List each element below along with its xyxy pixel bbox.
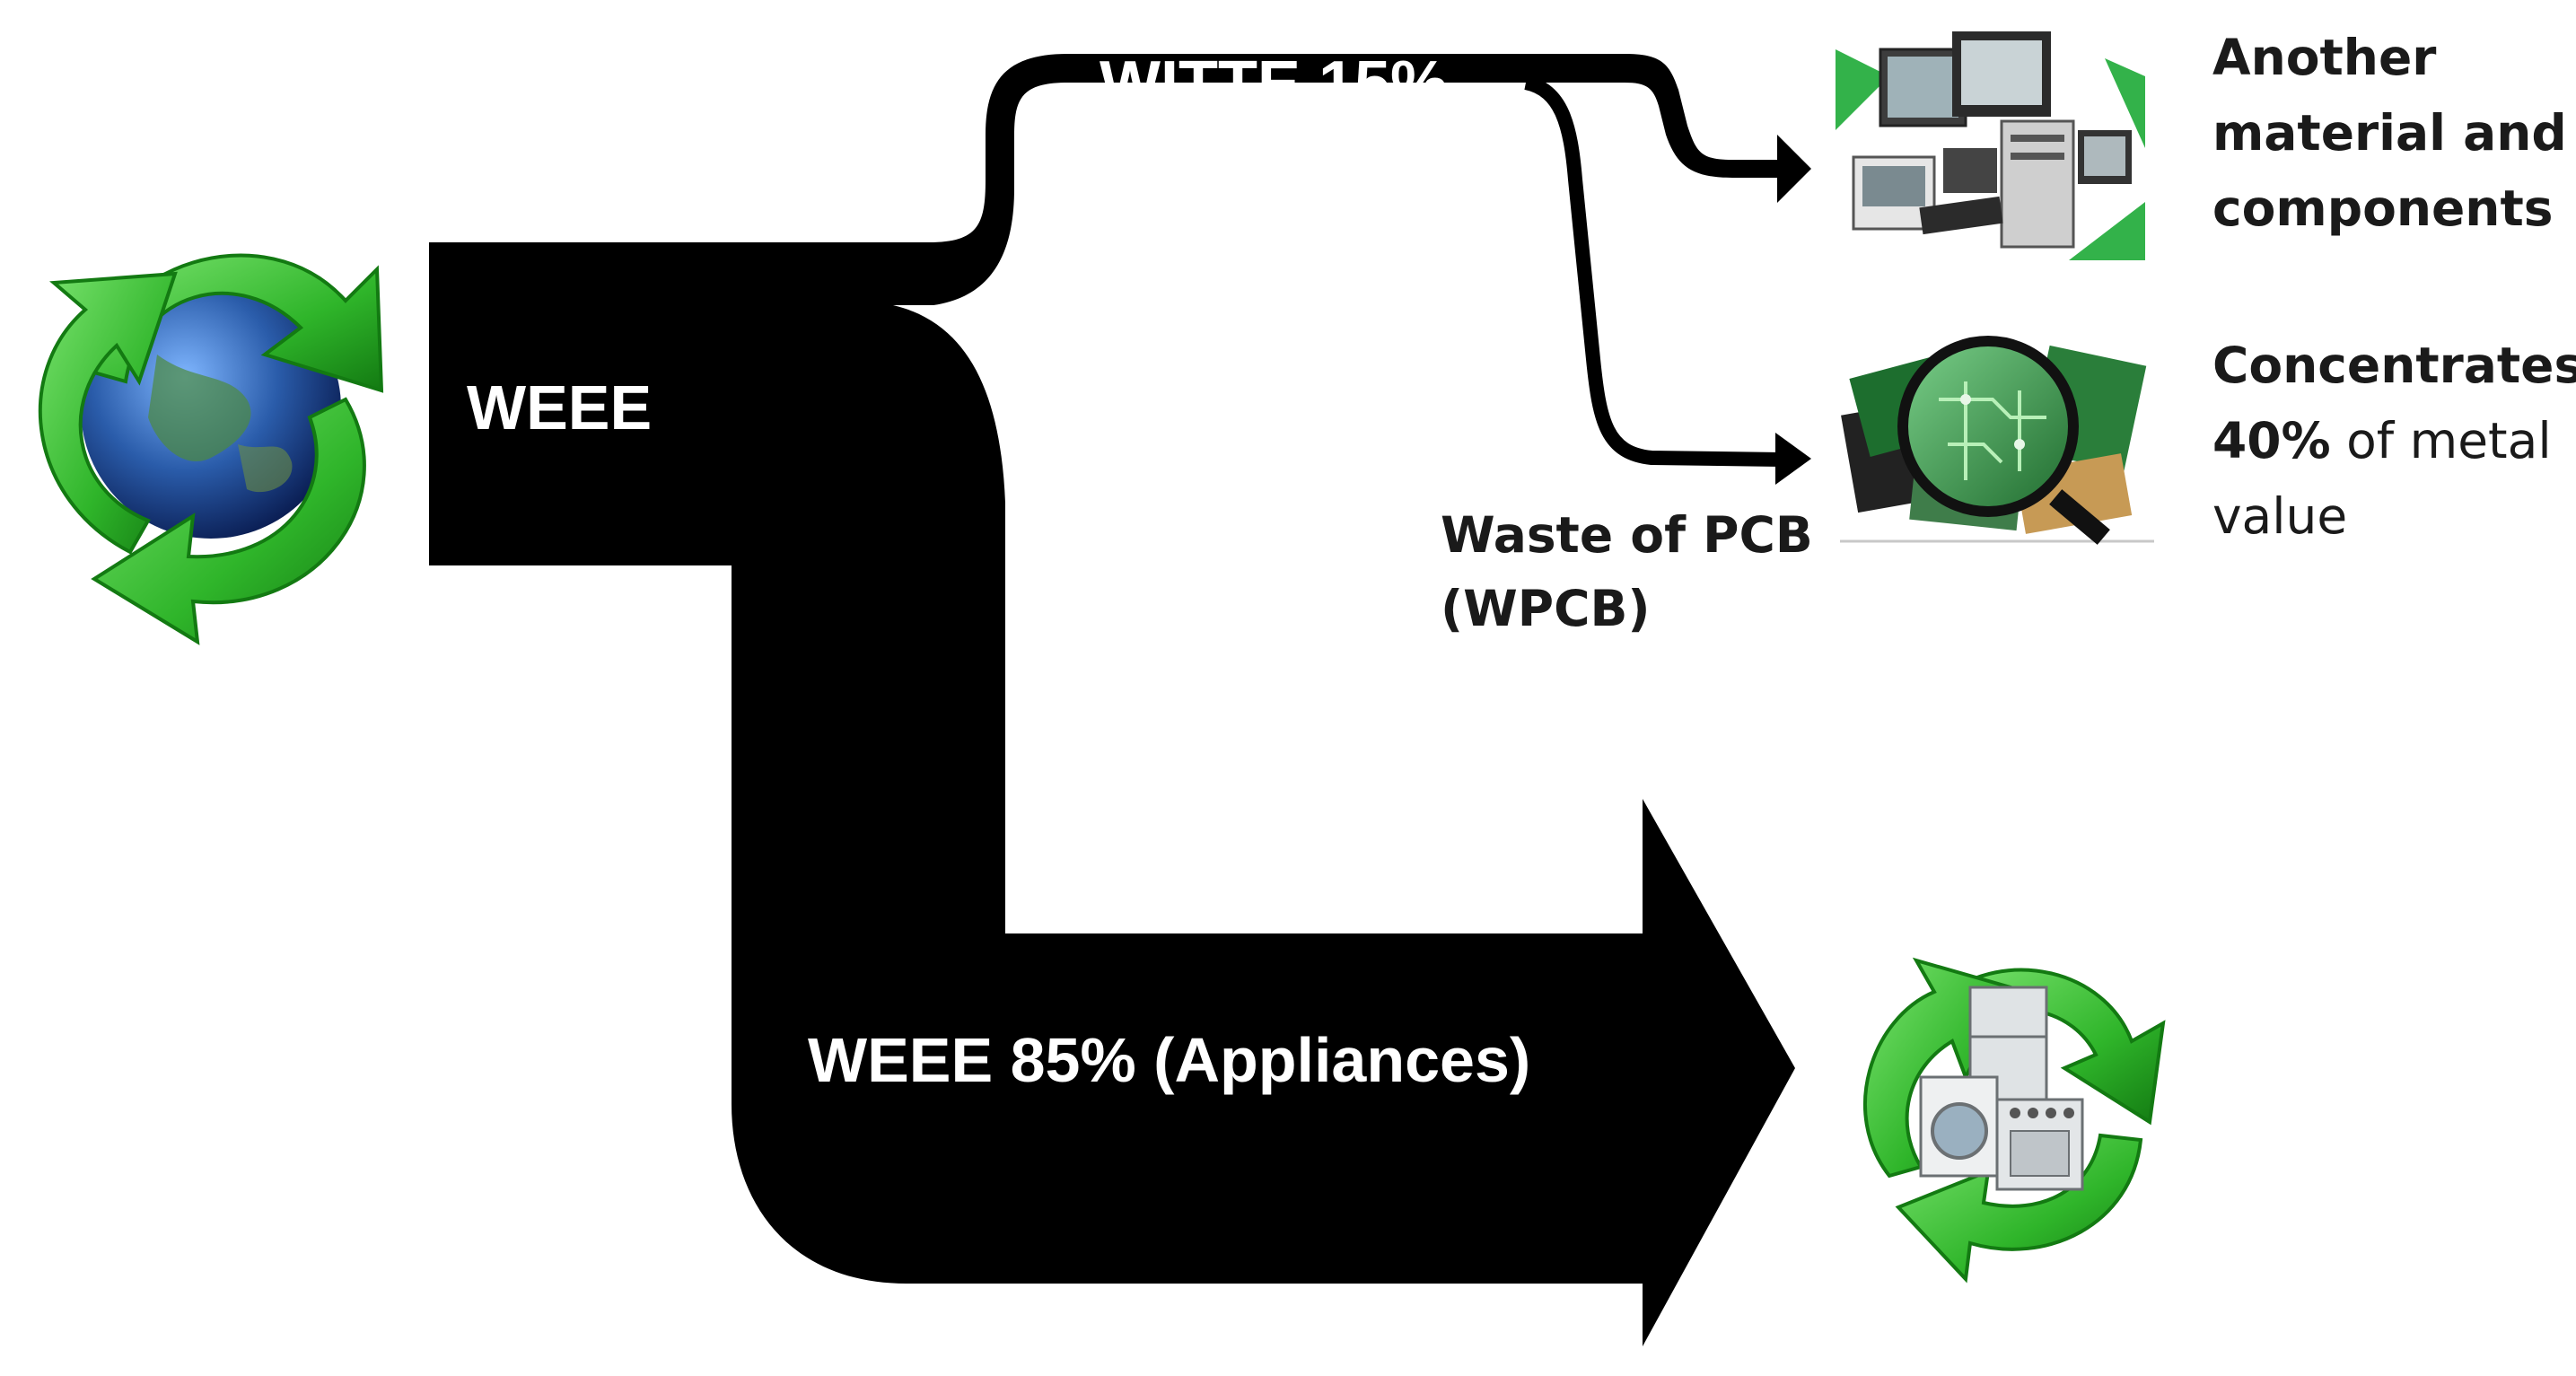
weee-main-flow xyxy=(429,242,1795,1346)
electronics-output-line3: components xyxy=(2212,180,2554,237)
recycle-appliances-icon xyxy=(1862,957,2166,1284)
witte-flow xyxy=(893,54,1786,305)
source-label: WEEE xyxy=(467,372,652,443)
wpcb-flow-line xyxy=(1523,75,1783,467)
computer-equipment-image xyxy=(1836,22,2145,260)
main-flow-arrow xyxy=(429,54,1811,1346)
pcb-output-line3: value xyxy=(2212,487,2348,545)
pcb-output-line1: Concentrates xyxy=(2212,337,2576,394)
pcb-output-rest: of metal xyxy=(2330,412,2552,469)
electronics-output-label: Another material and components xyxy=(2212,20,2567,246)
main-flow-label: WEEE 85% (Appliances) xyxy=(808,1025,1530,1095)
electronics-output-line2: material and xyxy=(2212,104,2567,162)
pcb-output-percent: 40% xyxy=(2212,412,2331,469)
pcb-magnifier-image xyxy=(1840,328,2154,545)
recycle-globe-icon xyxy=(38,253,384,645)
electronics-arrowhead xyxy=(1777,135,1811,203)
upper-flow-label: WITTE 15% xyxy=(1100,48,1448,120)
pcb-output-label: Concentrates 40% of metal value xyxy=(2212,328,2576,554)
wpcb-label-line1: Waste of PCB xyxy=(1441,506,1813,564)
wpcb-label-line2: (WPCB) xyxy=(1441,580,1651,637)
wpcb-label: Waste of PCB (WPCB) xyxy=(1441,498,1813,645)
electronics-output-line1: Another xyxy=(2212,29,2437,86)
pcb-arrowhead xyxy=(1775,433,1811,485)
